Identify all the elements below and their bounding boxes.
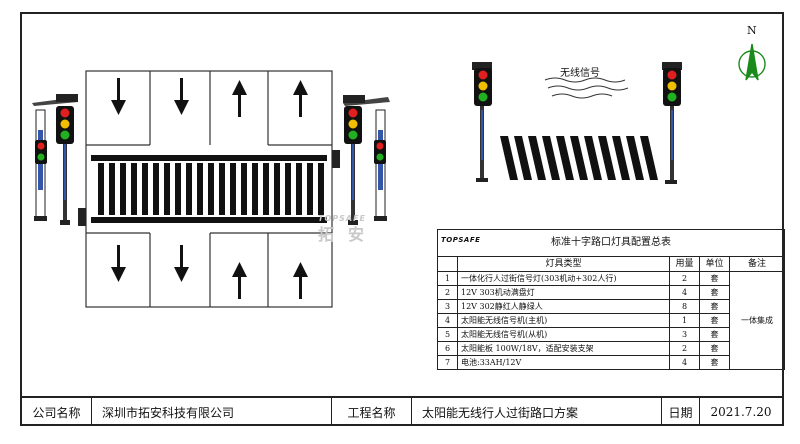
- arrow-down-icon: [111, 78, 126, 115]
- table-title-cell: TOPSAFE 标准十字路口灯具配置总表: [436, 229, 786, 257]
- row-qty: 3: [669, 327, 700, 342]
- row-unit: 套: [699, 341, 730, 356]
- row-qty: 4: [669, 285, 700, 300]
- table-row: 1 一体化行人过街信号灯(303机动+302人行) 2 套 一体集成: [437, 271, 786, 370]
- table-title: 标准十字路口灯具配置总表: [551, 237, 672, 248]
- signal-pole-left: [32, 94, 78, 225]
- header-qty: 用量: [669, 256, 700, 272]
- company-name: 深圳市拓安科技有限公司: [92, 398, 332, 426]
- row-unit: 套: [699, 313, 730, 328]
- row-index: 4: [437, 313, 458, 328]
- row-index: 2: [437, 285, 458, 300]
- signal-pole-wireless-right: [662, 62, 682, 184]
- row-qty: 2: [669, 271, 700, 286]
- row-unit: 套: [699, 299, 730, 314]
- table-row: 5 太阳能无线信号机(从机) 3 套: [437, 327, 785, 342]
- table-title-row: TOPSAFE 标准十字路口灯具配置总表: [436, 229, 786, 257]
- row-index: 5: [437, 327, 458, 342]
- table-header-row: 灯具类型 用量 单位 备注: [437, 256, 786, 272]
- company-label: 公司名称: [22, 398, 92, 426]
- date-label: 日期: [662, 398, 700, 426]
- wireless-signal-label: 无线信号: [560, 68, 600, 79]
- header-unit: 单位: [699, 256, 730, 272]
- table-logo: TOPSAFE: [441, 236, 481, 244]
- project-name: 太阳能无线行人过街路口方案: [412, 398, 662, 426]
- row-type: 12V 302静红人静绿人: [457, 299, 670, 314]
- row-unit: 套: [699, 327, 730, 342]
- arrow-down-icon: [111, 245, 126, 282]
- compass-icon: [738, 43, 766, 81]
- row-unit: 套: [699, 271, 730, 286]
- table-row: 7 电池:33AH/12V 4 套: [437, 355, 785, 370]
- table-row: 2 12V 303机动满盘灯 4 套: [437, 285, 785, 300]
- row-index: 6: [437, 341, 458, 356]
- watermark: TOPSAFE 拓安: [318, 214, 378, 245]
- arrow-down-icon: [174, 245, 189, 282]
- row-remark: 一体集成: [728, 271, 786, 370]
- row-index: 3: [437, 299, 458, 314]
- crosswalk-diagonal: [500, 136, 658, 180]
- arrow-up-icon: [293, 80, 308, 117]
- crosswalk: [91, 155, 327, 223]
- row-type: 太阳能无线信号机(从机): [457, 327, 670, 342]
- arrow-up-icon: [293, 262, 308, 299]
- table-row: 3 12V 302静红人静绿人 8 套: [437, 299, 785, 314]
- signal-pole-right: [343, 95, 390, 225]
- row-type: 太阳能无线信号机(主机): [457, 313, 670, 328]
- cabinet-left: [78, 208, 86, 226]
- signal-pole-wireless-left: [472, 62, 492, 182]
- watermark-brand-cn: 拓安: [318, 225, 379, 244]
- lane-arrows: [111, 78, 308, 299]
- cabinet-right: [332, 150, 340, 168]
- row-type: 12V 303机动满盘灯: [457, 285, 670, 300]
- date-value: 2021.7.20: [710, 405, 772, 419]
- row-index: 1: [437, 271, 458, 286]
- row-unit: 套: [699, 285, 730, 300]
- table-row: 4 太阳能无线信号机(主机) 1 套: [437, 313, 785, 328]
- row-type: 太阳能板 100W/18V，适配安装支架: [457, 341, 670, 356]
- arrow-up-icon: [232, 262, 247, 299]
- arrow-up-icon: [232, 80, 247, 117]
- watermark-brand-en: TOPSAFE: [318, 214, 367, 223]
- wireless-waves: [544, 77, 629, 99]
- row-qty: 4: [669, 355, 700, 370]
- header-index: [437, 256, 458, 272]
- row-unit: 套: [699, 355, 730, 370]
- drawing-frame: [20, 12, 784, 426]
- north-label: N: [747, 24, 757, 37]
- row-index: 7: [437, 355, 458, 370]
- config-table: TOPSAFE 标准十字路口灯具配置总表 灯具类型 用量 单位 备注 1 一体化…: [436, 229, 786, 370]
- project-label: 工程名称: [332, 398, 412, 426]
- row-qty: 8: [669, 299, 700, 314]
- row-qty: 1: [669, 313, 700, 328]
- arrow-down-icon: [174, 78, 189, 115]
- title-block: 公司名称 深圳市拓安科技有限公司 工程名称 太阳能无线行人过街路口方案 日期 2…: [22, 396, 782, 426]
- row-type: 电池:33AH/12V: [457, 355, 670, 370]
- header-remark: 备注: [728, 256, 786, 272]
- row-qty: 2: [669, 341, 700, 356]
- row-type: 一体化行人过街信号灯(303机动+302人行): [457, 271, 670, 286]
- header-type: 灯具类型: [457, 256, 670, 272]
